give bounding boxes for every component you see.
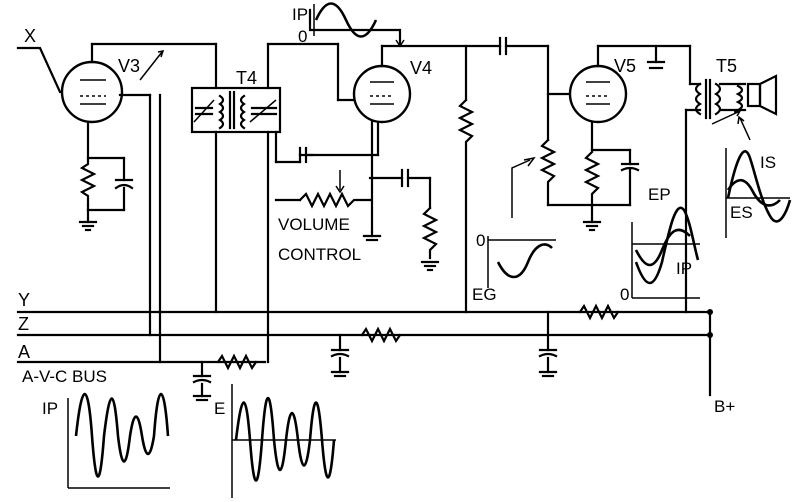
- v5-input: [457, 36, 577, 314]
- labels: X Y Z A A-V-C BUS V3 T4 V4 V5 T5 VOLUME …: [18, 5, 776, 418]
- tube-v3: [60, 60, 124, 124]
- label-zero-top: 0: [298, 27, 307, 46]
- label-t5: T5: [716, 56, 737, 76]
- label-is: IS: [760, 153, 776, 172]
- label-y: Y: [18, 290, 30, 310]
- waveform-ip-bottom: [67, 393, 170, 489]
- bus-components: [192, 303, 620, 402]
- label-zero-right: 0: [620, 285, 629, 304]
- t5-speaker: [684, 74, 778, 314]
- label-b-plus: B+: [714, 397, 735, 416]
- label-ip-bottom: IP: [42, 399, 58, 418]
- tube-v4: [352, 64, 412, 124]
- v4-stage: [274, 8, 502, 272]
- label-x: X: [24, 26, 36, 46]
- v5-stage: [546, 44, 692, 232]
- waveform-e-bottom: [231, 384, 336, 498]
- label-ip-right: IP: [676, 259, 692, 278]
- label-e-bottom: E: [214, 399, 225, 418]
- label-z: Z: [18, 314, 29, 334]
- label-v5: V5: [614, 56, 636, 76]
- label-zero-eg: 0: [476, 231, 485, 250]
- waveform-eg: [487, 236, 556, 288]
- label-a: A: [18, 342, 30, 362]
- label-avc-bus: A-V-C BUS: [22, 367, 107, 386]
- label-t4: T4: [236, 68, 257, 88]
- label-ep: EP: [648, 185, 671, 204]
- waveform-ip-top: [313, 2, 378, 38]
- t4-transformer: [190, 42, 364, 364]
- label-control: CONTROL: [278, 245, 361, 264]
- bus-lines: [16, 309, 713, 397]
- label-es: ES: [730, 203, 753, 222]
- waveform-is-es: [725, 148, 792, 238]
- label-v4: V4: [410, 58, 432, 78]
- label-ip-top: IP: [292, 5, 308, 24]
- label-volume: VOLUME: [278, 215, 350, 234]
- waveform-ep-ip: [631, 206, 700, 299]
- v3-stage: [16, 42, 218, 364]
- label-eg: EG: [472, 285, 497, 304]
- label-v3: V3: [118, 56, 140, 76]
